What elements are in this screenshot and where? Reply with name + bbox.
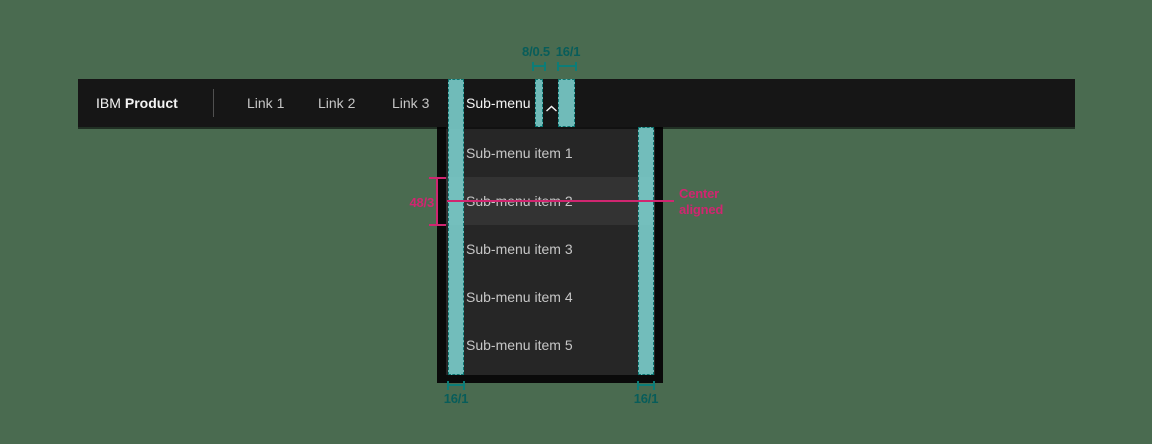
chevron-gap-ruler xyxy=(532,62,546,71)
submenu-right-padding-label: 16/1 xyxy=(555,44,581,59)
brand-prefix: IBM xyxy=(96,95,121,111)
submenu-item-4[interactable]: Sub-menu item 4 xyxy=(466,289,573,305)
chevron-gap-label: 8/0.5 xyxy=(522,44,550,59)
nav-link-2[interactable]: Link 2 xyxy=(318,95,356,111)
submenu-item-1[interactable]: Sub-menu item 1 xyxy=(466,145,573,161)
submenu-item-3[interactable]: Sub-menu item 3 xyxy=(466,241,573,257)
menu-left-padding-ruler xyxy=(447,381,465,390)
chevron-up-icon xyxy=(545,100,558,112)
spacing-highlight-chevron-gap xyxy=(535,79,543,127)
submenu-right-padding-ruler xyxy=(557,62,577,71)
header-divider xyxy=(213,89,214,117)
item-height-label: 48/3 xyxy=(409,195,434,210)
item-height-ruler xyxy=(429,177,446,226)
spacing-highlight-menu-right-padding xyxy=(638,127,654,375)
nav-link-1[interactable]: Link 1 xyxy=(247,95,285,111)
nav-link-3[interactable]: Link 3 xyxy=(392,95,430,111)
submenu-toggle-button[interactable]: Sub-menu xyxy=(449,79,576,127)
submenu-dropdown: Sub-menu item 1 Sub-menu item 2 Sub-menu… xyxy=(446,127,655,375)
spacing-highlight-menu-left-padding xyxy=(448,79,464,375)
menu-left-padding-label: 16/1 xyxy=(443,391,469,406)
spacing-highlight-submenu-right-padding xyxy=(558,79,575,127)
brand-name: Product xyxy=(124,95,178,111)
menu-right-padding-ruler xyxy=(637,381,655,390)
submenu-item-5[interactable]: Sub-menu item 5 xyxy=(466,337,573,353)
center-alignment-line xyxy=(447,200,674,202)
menu-right-padding-label: 16/1 xyxy=(633,391,659,406)
center-aligned-note: Center aligned xyxy=(679,186,724,217)
submenu-toggle-label: Sub-menu xyxy=(466,95,531,111)
